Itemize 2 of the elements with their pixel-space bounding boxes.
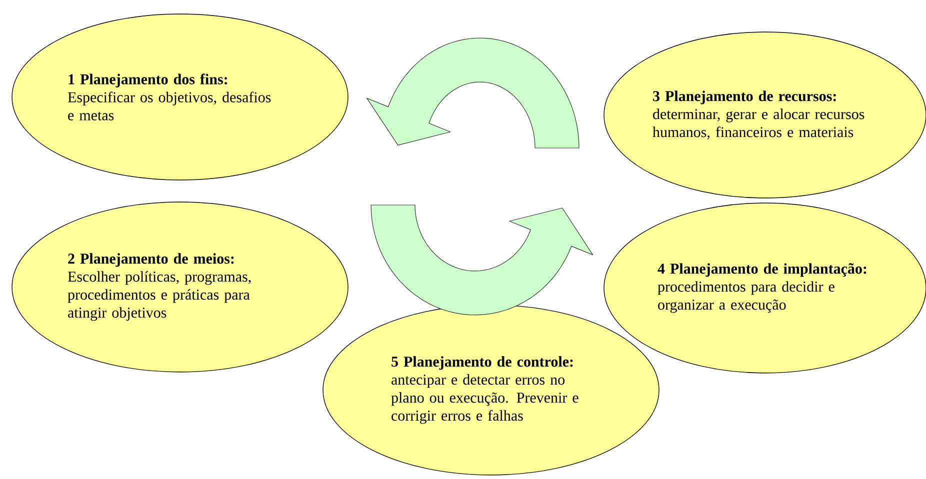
curved-arrow: [370, 204, 594, 316]
curved-arrow: [366, 38, 580, 148]
